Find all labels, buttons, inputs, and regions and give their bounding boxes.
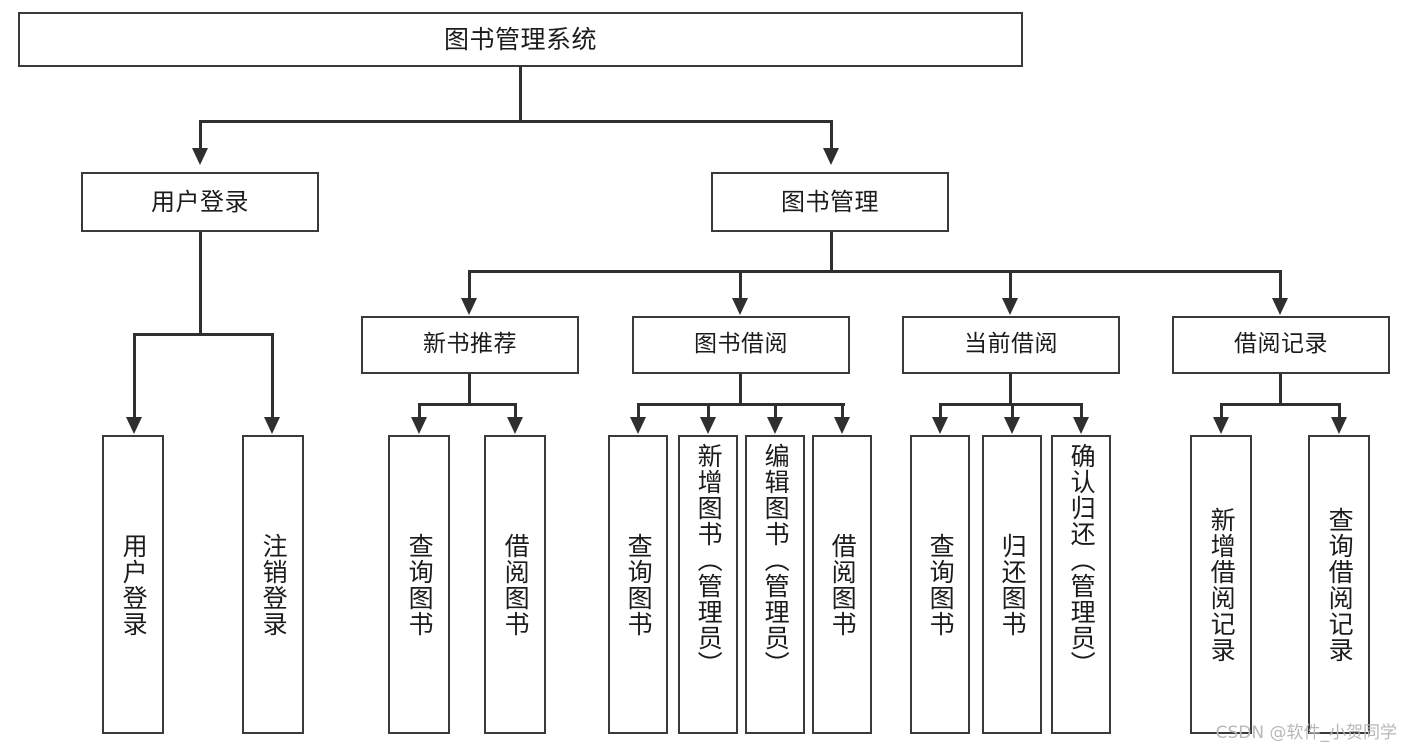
node-book-management[interactable]: 图书管理: [711, 172, 949, 232]
connector-book-manage-to-new-book-rec: [468, 270, 471, 298]
node-label: 用户登录: [119, 532, 149, 637]
arrowhead-current-borrow-to-leaf-2: [1004, 417, 1020, 434]
connector-user-login-to-leaf-2: [271, 333, 274, 417]
arrowhead-book-borrow-to-leaf-3: [767, 417, 783, 434]
connector-current-borrow-stem: [1009, 374, 1012, 405]
node-label: 借阅图书: [828, 532, 858, 637]
node-label: 查询图书: [405, 532, 435, 637]
connector-book-borrow-to-leaf-1: [637, 403, 640, 417]
node-leaf-add-borrow-record[interactable]: 新增借阅记录: [1190, 435, 1252, 734]
arrowhead-book-manage-to-new-book-rec: [461, 298, 477, 315]
node-label: 图书借阅: [694, 331, 788, 358]
node-label: 归还图书: [998, 532, 1028, 637]
node-leaf-edit-book-admin[interactable]: 编辑图书（管理员）: [745, 435, 805, 734]
connector-root-bus: [199, 120, 833, 123]
node-leaf-query-book[interactable]: 查询图书: [608, 435, 668, 734]
node-label: 图书管理系统: [443, 24, 597, 54]
node-label: 注销登录: [259, 532, 289, 637]
connector-borrow-record-bus: [1220, 403, 1339, 406]
node-borrowing-record[interactable]: 借阅记录: [1172, 316, 1390, 374]
arrowhead-book-borrow-to-leaf-2: [700, 417, 716, 434]
connector-book-borrow-to-leaf-3: [774, 403, 777, 417]
node-root-book-management-system[interactable]: 图书管理系统: [18, 12, 1023, 67]
node-label: 查询借阅记录: [1325, 506, 1355, 663]
connector-new-book-rec-to-leaf-1: [418, 403, 421, 417]
node-label: 新增图书（管理员）: [694, 443, 724, 677]
node-leaf-borrow-book-recommendation[interactable]: 借阅图书: [484, 435, 546, 734]
arrowhead-book-manage-to-borrow-record: [1272, 298, 1288, 315]
connector-book-manage-to-current-borrow: [1009, 270, 1012, 298]
node-book-borrowing[interactable]: 图书借阅: [632, 316, 850, 374]
connector-user-login-stem: [199, 232, 202, 335]
connector-book-borrow-to-leaf-4: [841, 403, 844, 417]
node-leaf-user-login[interactable]: 用户登录: [102, 435, 164, 734]
arrowhead-current-borrow-to-leaf-1: [932, 417, 948, 434]
connector-user-login-to-leaf-1: [133, 333, 136, 417]
node-leaf-query-borrow-record[interactable]: 查询借阅记录: [1308, 435, 1370, 734]
arrowhead-new-book-rec-to-leaf-2: [507, 417, 523, 434]
node-leaf-query-book-recommendation[interactable]: 查询图书: [388, 435, 450, 734]
connector-root-to-user-login: [199, 120, 202, 148]
node-leaf-add-book-admin[interactable]: 新增图书（管理员）: [678, 435, 738, 734]
node-label: 新增借阅记录: [1207, 506, 1237, 663]
connector-book-borrow-stem: [739, 374, 742, 405]
csdn-watermark: CSDN @软件_小贺同学: [1215, 723, 1397, 743]
arrowhead-borrow-record-to-leaf-1: [1213, 417, 1229, 434]
arrowhead-user-login-to-leaf-2: [264, 417, 280, 434]
node-new-book-recommendation[interactable]: 新书推荐: [361, 316, 579, 374]
arrowhead-root-to-book-manage: [823, 148, 839, 165]
connector-root-to-book-manage: [830, 120, 833, 148]
arrowhead-borrow-record-to-leaf-2: [1331, 417, 1347, 434]
connector-current-borrow-to-leaf-3: [1080, 403, 1083, 417]
node-label: 借阅图书: [501, 532, 531, 637]
connector-book-manage-to-borrow-record: [1279, 270, 1282, 298]
arrowhead-root-to-user-login: [192, 148, 208, 165]
connector-current-borrow-bus: [939, 403, 1082, 406]
connector-user-login-bus: [133, 333, 273, 336]
node-label: 当前借阅: [964, 331, 1058, 358]
connector-current-borrow-to-leaf-1: [939, 403, 942, 417]
arrowhead-current-borrow-to-leaf-3: [1073, 417, 1089, 434]
node-label: 借阅记录: [1234, 331, 1328, 358]
arrowhead-book-borrow-to-leaf-1: [630, 417, 646, 434]
connector-current-borrow-to-leaf-2: [1011, 403, 1014, 417]
node-label: 确认归还（管理员）: [1067, 443, 1097, 677]
connector-book-manage-bus: [468, 270, 1282, 273]
node-leaf-query-book-current[interactable]: 查询图书: [910, 435, 970, 734]
node-label: 查询图书: [624, 532, 654, 637]
node-label: 查询图书: [926, 532, 956, 637]
node-label: 编辑图书（管理员）: [761, 443, 791, 677]
connector-root-stem: [519, 66, 522, 122]
node-leaf-return-book[interactable]: 归还图书: [982, 435, 1042, 734]
node-leaf-confirm-return-admin[interactable]: 确认归还（管理员）: [1051, 435, 1111, 734]
connector-book-borrow-to-leaf-2: [707, 403, 710, 417]
connector-borrow-record-stem: [1279, 374, 1282, 405]
connector-new-book-rec-bus: [418, 403, 517, 406]
node-user-login[interactable]: 用户登录: [81, 172, 319, 232]
connector-book-manage-to-book-borrow: [739, 270, 742, 298]
node-leaf-borrow-book[interactable]: 借阅图书: [812, 435, 872, 734]
arrowhead-book-manage-to-book-borrow: [732, 298, 748, 315]
connector-book-manage-stem: [830, 232, 833, 272]
node-current-borrowing[interactable]: 当前借阅: [902, 316, 1120, 374]
connector-borrow-record-to-leaf-2: [1338, 403, 1341, 417]
node-label: 图书管理: [781, 187, 879, 216]
arrowhead-book-manage-to-current-borrow: [1002, 298, 1018, 315]
arrowhead-new-book-rec-to-leaf-1: [411, 417, 427, 434]
node-label: 新书推荐: [423, 331, 517, 358]
node-label: 用户登录: [151, 187, 249, 216]
connector-new-book-rec-to-leaf-2: [514, 403, 517, 417]
connector-new-book-rec-stem: [468, 374, 471, 405]
connector-borrow-record-to-leaf-1: [1220, 403, 1223, 417]
arrowhead-book-borrow-to-leaf-4: [834, 417, 850, 434]
node-leaf-user-logout[interactable]: 注销登录: [242, 435, 304, 734]
connector-book-borrow-bus: [637, 403, 845, 406]
arrowhead-user-login-to-leaf-1: [126, 417, 142, 434]
